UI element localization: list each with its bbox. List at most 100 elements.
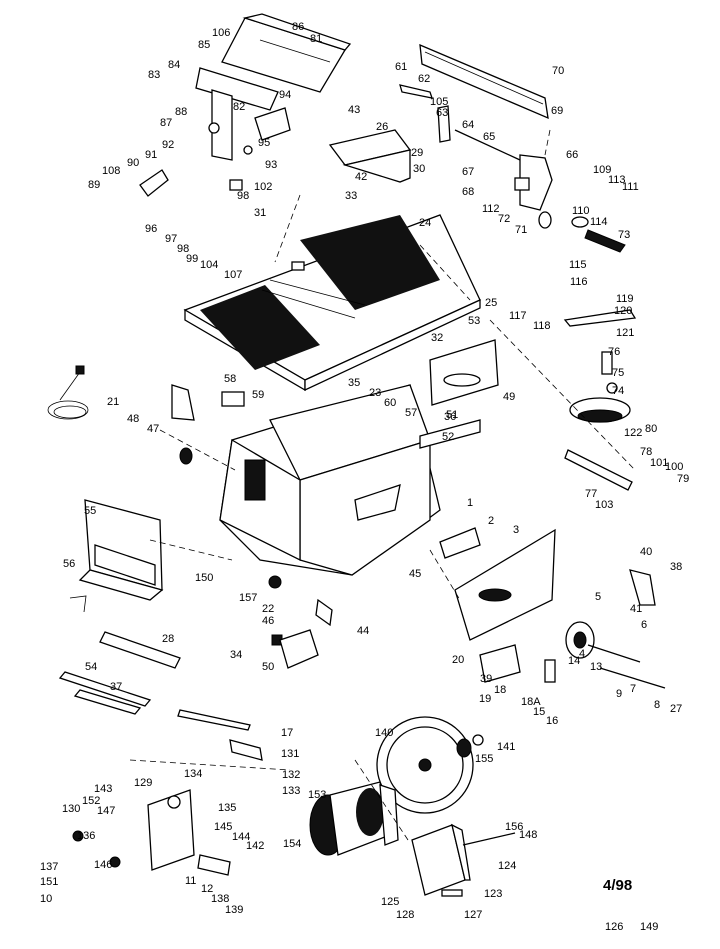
part-callout-label: 88 — [175, 106, 187, 118]
small-parts-icon — [171, 384, 333, 669]
part-callout-label: 35 — [348, 377, 360, 389]
fence-rail-icon — [399, 43, 549, 161]
part-callout-label: 8 — [654, 699, 660, 711]
part-callout-label: 58 — [224, 373, 236, 385]
part-callout-label: 149 — [640, 921, 658, 933]
part-callout-label: 105 — [430, 96, 448, 108]
part-callout-label: 53 — [468, 315, 480, 327]
part-callout-label: 116 — [570, 276, 588, 288]
part-callout-label: 120 — [614, 305, 632, 317]
arbor-bracket-icon — [439, 527, 666, 689]
part-callout-label: 18 — [494, 684, 506, 696]
part-callout-label: 80 — [645, 423, 657, 435]
part-callout-label: 34 — [230, 649, 242, 661]
part-callout-label: 85 — [198, 39, 210, 51]
part-callout-label: 92 — [162, 139, 174, 151]
part-callout-label: 130 — [62, 803, 80, 815]
part-callout-label: 125 — [381, 896, 399, 908]
date-mark: 4/98 — [603, 877, 632, 894]
part-callout-label: 134 — [184, 768, 202, 780]
part-callout-label: 104 — [200, 259, 218, 271]
part-callout-label: 148 — [519, 829, 537, 841]
part-callout-label: 145 — [214, 821, 232, 833]
part-callout-label: 94 — [279, 89, 291, 101]
part-callout-label: 82 — [233, 101, 245, 113]
part-callout-label: 26 — [376, 121, 388, 133]
part-callout-label: 106 — [212, 27, 230, 39]
part-callout-label: 154 — [283, 838, 301, 850]
part-callout-label: 128 — [396, 909, 414, 921]
part-callout-label: 68 — [462, 186, 474, 198]
part-callout-label: 27 — [670, 703, 682, 715]
part-callout-label: 77 — [585, 488, 597, 500]
part-callout-label: 96 — [145, 223, 157, 235]
part-callout-label: 74 — [612, 385, 624, 397]
part-callout-label: 108 — [102, 165, 120, 177]
part-callout-label: 143 — [94, 783, 112, 795]
part-callout-label: 107 — [224, 269, 242, 281]
part-callout-label: 48 — [127, 413, 139, 425]
part-callout-label: 86 — [292, 21, 304, 33]
part-callout-label: 52 — [442, 431, 454, 443]
part-callout-label: 18A — [521, 696, 541, 708]
part-callout-label: 61 — [395, 61, 407, 73]
part-callout-label: 28 — [162, 633, 174, 645]
part-callout-label: 54 — [85, 661, 97, 673]
part-callout-label: 98 — [237, 190, 249, 202]
part-callout-label: 129 — [134, 777, 152, 789]
part-callout-label: 137 — [40, 861, 58, 873]
part-callout-label: 32 — [431, 332, 443, 344]
part-callout-label: 39 — [480, 673, 492, 685]
part-callout-label: 95 — [258, 137, 270, 149]
fence-bracket-icon — [221, 13, 352, 93]
part-callout-label: 41 — [630, 603, 642, 615]
part-callout-label: 38 — [670, 561, 682, 573]
part-callout-label: 70 — [552, 65, 564, 77]
part-callout-label: 93 — [265, 159, 277, 171]
part-callout-label: 20 — [452, 654, 464, 666]
table-top-icon — [183, 214, 481, 392]
part-callout-label: 121 — [616, 327, 634, 339]
part-callout-label: 113 — [608, 174, 626, 186]
part-callout-label: 22 — [262, 603, 274, 615]
part-callout-label: 37 — [110, 681, 122, 693]
part-callout-label: 36 — [444, 411, 456, 423]
part-callout-label: 147 — [97, 805, 115, 817]
part-callout-label: 133 — [282, 785, 300, 797]
part-callout-label: 30 — [413, 163, 425, 175]
part-callout-label: 21 — [107, 396, 119, 408]
part-callout-label: 146 — [94, 859, 112, 871]
part-callout-label: 142 — [246, 840, 264, 852]
part-callout-label: 23 — [369, 387, 381, 399]
part-callout-label: 67 — [462, 166, 474, 178]
motor-bracket-icon — [411, 823, 516, 897]
part-callout-label: 102 — [254, 181, 272, 193]
part-callout-label: 141 — [497, 741, 515, 753]
part-callout-label: 2 — [488, 515, 494, 527]
part-callout-label: 60 — [384, 397, 396, 409]
part-callout-label: 4 — [579, 648, 585, 660]
part-callout-label: 17 — [281, 727, 293, 739]
part-callout-label: 76 — [608, 346, 620, 358]
part-callout-label: 156 — [505, 821, 523, 833]
part-callout-label: 66 — [566, 149, 578, 161]
part-callout-label: 100 — [665, 461, 683, 473]
part-callout-label: 117 — [509, 310, 527, 322]
part-callout-label: 25 — [485, 297, 497, 309]
part-callout-label: 150 — [195, 572, 213, 584]
part-callout-label: 155 — [475, 753, 493, 765]
part-callout-label: 7 — [630, 683, 636, 695]
part-callout-label: 65 — [483, 131, 495, 143]
part-callout-label: 114 — [590, 216, 608, 228]
part-callout-label: 31 — [254, 207, 266, 219]
blade-guard-icon — [419, 339, 499, 449]
part-callout-label: 140 — [375, 727, 393, 739]
part-callout-label: 55 — [84, 505, 96, 517]
part-callout-label: 98 — [177, 243, 189, 255]
part-callout-label: 6 — [641, 619, 647, 631]
part-callout-label: 91 — [145, 149, 157, 161]
part-callout-label: 144 — [232, 831, 250, 843]
part-callout-label: 3 — [513, 524, 519, 536]
part-callout-label: 42 — [355, 171, 367, 183]
